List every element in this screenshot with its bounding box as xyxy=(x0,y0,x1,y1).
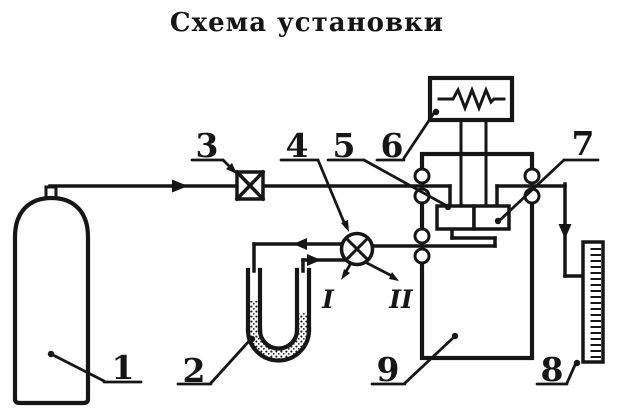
callout-label-5: 5 xyxy=(333,126,356,165)
callout-5: 5 xyxy=(326,126,452,211)
sensor-block xyxy=(435,204,476,231)
callout-label-2: 2 xyxy=(183,351,206,390)
diagram-title: Схема установки xyxy=(170,8,444,38)
callout-tap-position-2: II xyxy=(363,260,414,314)
callout-label-7: 7 xyxy=(572,124,595,163)
callout-8: 8 xyxy=(535,350,581,389)
callout-2: 2 xyxy=(176,335,256,390)
resistor-icon xyxy=(437,85,506,113)
flowmeter-scale-ticks xyxy=(590,248,601,358)
callout-tap-position-1: I xyxy=(321,261,353,314)
callout-7: 7 xyxy=(494,124,600,225)
callout-6: 6 xyxy=(375,108,440,165)
callout-label-1: 1 xyxy=(112,348,135,387)
callout-label-8: 8 xyxy=(541,350,564,389)
callout-label-9: 9 xyxy=(377,350,400,389)
u-tube-manometer xyxy=(245,267,312,363)
callout-1: 1 xyxy=(47,348,143,387)
flow-arrow-left xyxy=(293,238,307,250)
flow-arrow-right xyxy=(307,254,321,266)
shutoff-valve xyxy=(234,169,266,202)
callout-label-4: 4 xyxy=(286,126,309,165)
callout-label-3: 3 xyxy=(196,126,219,165)
callout-9: 9 xyxy=(370,332,459,389)
power-supply-unit xyxy=(427,75,515,208)
tap-position-2-label: II xyxy=(388,285,414,314)
tap-position-1-label: I xyxy=(321,285,335,314)
callout-label-6: 6 xyxy=(381,126,404,165)
rotameter-flowmeter xyxy=(581,240,605,364)
callout-4: 4 xyxy=(279,126,349,232)
flow-arrow-down xyxy=(558,224,572,239)
three-way-tap xyxy=(339,231,375,267)
callout-3: 3 xyxy=(190,126,237,174)
gas-cylinder xyxy=(12,185,91,406)
flow-arrow xyxy=(172,179,188,193)
